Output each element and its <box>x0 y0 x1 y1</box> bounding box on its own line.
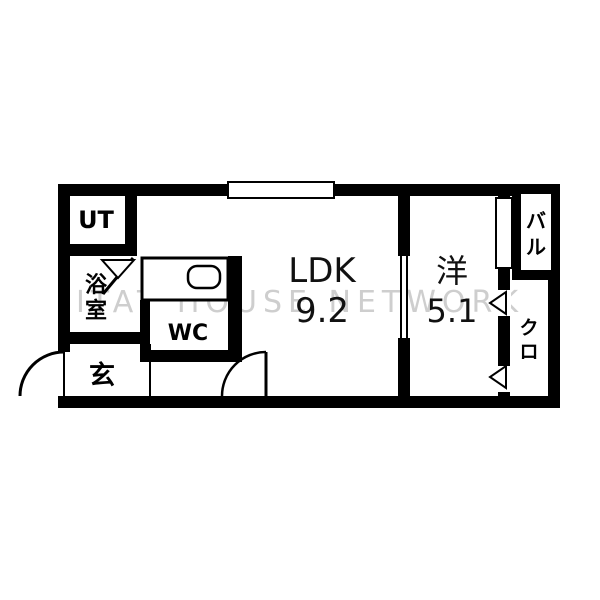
wall-divider-ldk-western-top <box>398 184 410 256</box>
ldk-top-window <box>227 181 335 199</box>
wc-left-wall <box>140 300 150 362</box>
balcony-label-char2: ル <box>526 235 546 259</box>
closet-marker-bottom <box>488 364 507 390</box>
wall-bottom <box>58 396 560 408</box>
western-balcony-window <box>495 197 513 269</box>
opening-markers <box>99 259 507 390</box>
ldk-label: LDK <box>288 251 357 291</box>
windows <box>227 181 513 269</box>
entrance-door-arc <box>18 350 65 397</box>
wall-right-outer <box>548 280 560 408</box>
ut-opening-marker <box>99 259 137 280</box>
room-labels: UT 浴 室 玄 WC LDK 9.2 洋 5.1 バ ル ク ロ <box>78 206 546 391</box>
doors <box>18 256 408 397</box>
kitchen-fixtures <box>140 256 230 302</box>
balcony-floor <box>521 194 551 270</box>
balcony-label-char1: バ <box>526 209 546 233</box>
ldk-area: 9.2 <box>295 291 349 331</box>
closet-label-char1: ク <box>519 317 538 339</box>
closet-label-char2: ロ <box>519 341 538 363</box>
entrance-label: 玄 <box>89 360 115 391</box>
ut-label: UT <box>78 206 114 234</box>
western-label: 洋 <box>436 252 468 290</box>
wc-label: WC <box>168 321 208 346</box>
kitchen-wc-wall-bar <box>228 256 242 362</box>
closet-marker-top <box>488 290 507 316</box>
wc-bottom-wall <box>140 350 242 362</box>
ldk-door-arc <box>220 350 267 397</box>
ut-bottom-wall <box>58 244 137 256</box>
kitchen-sink <box>186 264 222 290</box>
walls <box>58 184 560 408</box>
bath-label-char2: 室 <box>85 298 107 324</box>
ut-right-wall <box>125 184 137 250</box>
bath-label-char1: 浴 <box>85 273 108 298</box>
wall-divider-ldk-western-bottom <box>398 338 410 408</box>
bath-bottom-wall <box>58 332 150 344</box>
western-area: 5.1 <box>427 292 478 330</box>
wall-left <box>58 184 70 352</box>
